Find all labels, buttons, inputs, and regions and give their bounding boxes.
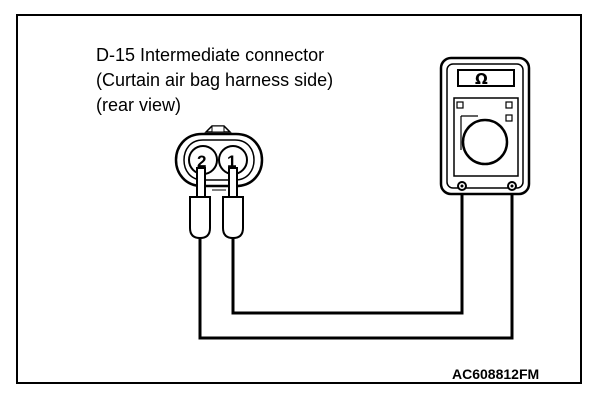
connector-icon (174, 125, 264, 191)
probe-right (222, 167, 244, 240)
test-wires (198, 188, 514, 340)
connector-label-line3: (rear view) (96, 95, 182, 115)
ohmmeter-icon (439, 56, 531, 196)
pin-1-label: 1 (227, 152, 236, 171)
wire-pin1-to-meter (231, 188, 464, 315)
ohm-symbol: Ω (475, 70, 488, 88)
figure-code: AC608812FM (452, 366, 540, 382)
figure-frame (16, 14, 582, 384)
wire-pin2-to-meter (198, 188, 514, 340)
connector-label-line1: D-15 Intermediate connector (96, 45, 325, 65)
probe-left (189, 167, 211, 240)
connector-label-line2: (Curtain air bag harness side) (96, 70, 334, 90)
pin-2-label: 2 (197, 152, 206, 171)
